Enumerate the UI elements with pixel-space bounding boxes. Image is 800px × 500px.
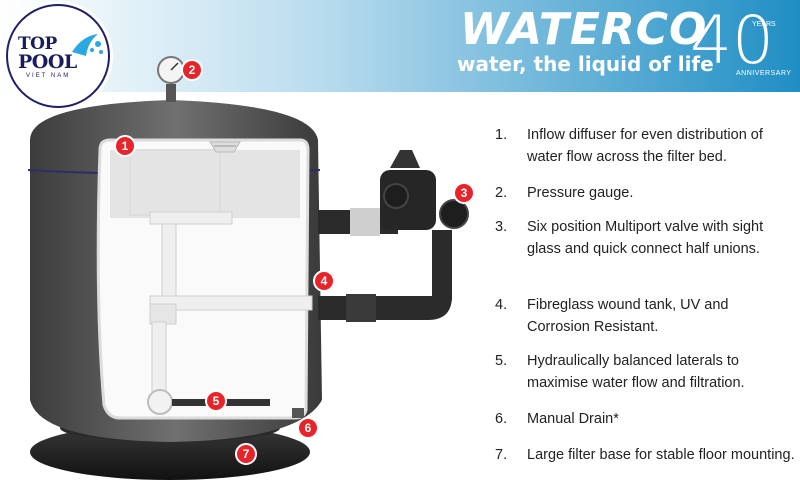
brand-tagline: water, the liquid of life — [457, 52, 714, 76]
logo-line-top: TOP — [18, 34, 57, 54]
list-item-number: 7. — [495, 447, 508, 463]
list-item-text: Fibreglass wound tank, UV and Corrosion … — [527, 297, 729, 335]
list-item-number: 5. — [495, 353, 508, 369]
top-pool-logo: TOP POOL VIET NAM — [6, 4, 110, 108]
waterco-brand: WATERCO — [460, 4, 708, 55]
list-item: 2. Pressure gauge. — [495, 182, 795, 204]
list-item-number: 4. — [495, 297, 508, 313]
list-item: 3. Six position Multiport valve with sig… — [495, 216, 795, 260]
list-item: 5. Hydraulically balanced laterals to ma… — [495, 350, 795, 394]
list-item-text: Inflow diffuser for even distribution of… — [527, 127, 763, 165]
list-item-number: 6. — [495, 411, 508, 427]
list-item-number: 2. — [495, 185, 508, 201]
logo-line-pool: POOL — [18, 51, 77, 73]
list-item: 7. Large filter base for stable floor mo… — [495, 444, 795, 466]
list-item-number: 1. — [495, 127, 508, 143]
header-banner: WATERCO water, the liquid of life 40 YEA… — [0, 0, 800, 92]
inflow-diffuser — [209, 141, 241, 153]
multiport-valve — [383, 183, 409, 209]
marker-5: 5 — [205, 390, 227, 412]
anniversary-number: 40 — [690, 2, 774, 79]
marker-4: 4 — [313, 270, 335, 292]
logo-line-vietnam: VIET NAM — [26, 73, 71, 79]
list-item: 4. Fibreglass wound tank, UV and Corrosi… — [495, 294, 795, 338]
list-item-number: 3. — [495, 219, 508, 235]
list-item: 6. Manual Drain* — [495, 408, 795, 430]
water-splash-icon — [72, 34, 103, 56]
list-item-text: Manual Drain* — [527, 411, 619, 427]
list-item: 1. Inflow diffuser for even distribution… — [495, 124, 795, 168]
marker-3: 3 — [453, 182, 475, 204]
marker-7: 7 — [235, 443, 257, 465]
marker-2: 2 — [181, 59, 203, 81]
list-item-text: Six position Multiport valve with sight … — [527, 219, 764, 257]
list-item-text: Pressure gauge. — [527, 185, 634, 201]
list-item-text: Large filter base for stable floor mount… — [527, 447, 795, 463]
anniversary-label: ANNIVERSARY — [736, 70, 792, 77]
list-item-text: Hydraulically balanced laterals to maxim… — [527, 353, 745, 391]
anniversary-years: YEARS — [752, 21, 776, 28]
marker-1: 1 — [114, 135, 136, 157]
marker-6: 6 — [297, 417, 319, 439]
